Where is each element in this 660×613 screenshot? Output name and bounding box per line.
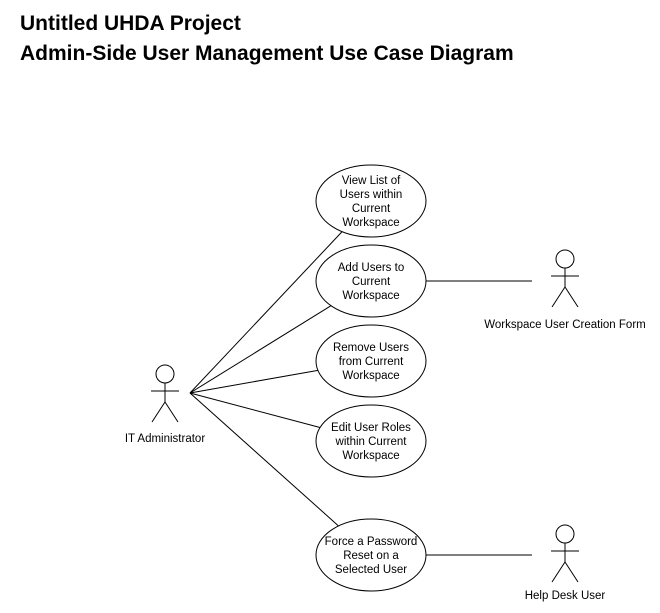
- use-case-ellipse: [315, 324, 427, 398]
- use-case-ellipse: [315, 244, 427, 318]
- use-case-label-line: Current: [352, 276, 391, 288]
- stick-figure-icon: [551, 524, 579, 583]
- use-case-label-line: Force a Password: [325, 536, 418, 548]
- use-case-label-line: Current: [352, 203, 391, 215]
- association-line: [189, 392, 339, 527]
- use-case-label-line: Workspace: [342, 290, 399, 302]
- use-case-label-line: within Current: [335, 436, 408, 448]
- use-case-ellipse: [315, 518, 427, 592]
- actor-admin[interactable]: IT Administrator: [125, 364, 205, 445]
- use-case-ellipse: [315, 404, 427, 478]
- association-line: [189, 231, 343, 394]
- association-line: [189, 392, 321, 428]
- use-case-label-line: Users within: [340, 189, 403, 201]
- stick-figure-icon: [551, 249, 579, 308]
- actor-label: Workspace User Creation Form: [484, 319, 645, 331]
- use-case-label-line: Workspace: [342, 370, 399, 382]
- use-case-label-line: Selected User: [335, 564, 407, 576]
- association-line: [189, 305, 332, 394]
- actor-label: IT Administrator: [125, 433, 205, 445]
- use-case-label-line: Workspace: [342, 217, 399, 229]
- use-case-label-line: Edit User Roles: [331, 422, 411, 434]
- association-line: [189, 369, 318, 394]
- use-case-label-line: Workspace: [342, 450, 399, 462]
- actor-label: Help Desk User: [525, 590, 606, 602]
- use-case-label-line: Add Users to: [338, 262, 404, 274]
- use-case-label-line: View List of: [342, 175, 401, 187]
- use-case-label-line: Remove Users: [333, 342, 409, 354]
- use-case-label-line: from Current: [339, 356, 404, 368]
- diagram-title-line-1: Untitled UHDA Project: [20, 12, 241, 35]
- actor-form[interactable]: Workspace User Creation Form: [484, 249, 646, 331]
- use-case-label-line: Reset on a: [343, 550, 399, 562]
- stick-figure-icon: [151, 364, 179, 423]
- actor-helpdesk[interactable]: Help Desk User: [525, 524, 606, 602]
- use-case-ellipse: [315, 164, 427, 238]
- diagram-title-line-2: Admin-Side User Management Use Case Diag…: [20, 42, 514, 65]
- associations: [189, 231, 532, 556]
